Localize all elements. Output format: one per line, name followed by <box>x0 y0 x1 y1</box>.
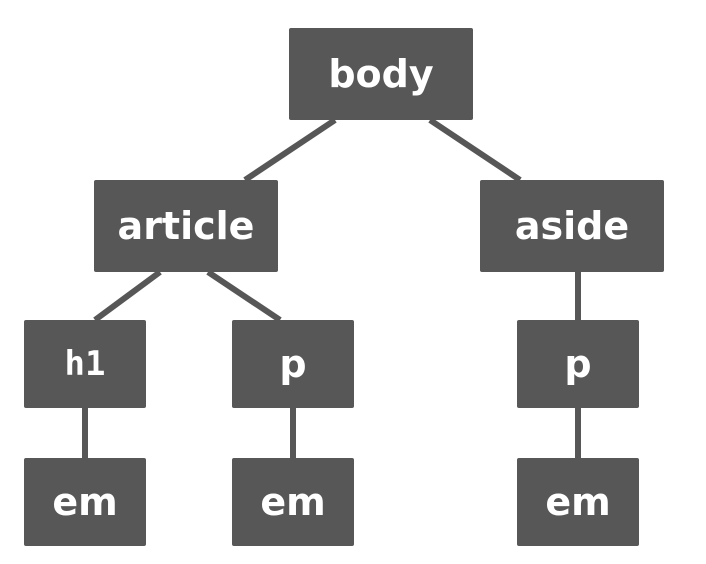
node-aside: aside <box>480 180 664 272</box>
node-article: article <box>94 180 278 272</box>
node-article-p: p <box>232 320 354 408</box>
edge-article-h1 <box>93 269 162 323</box>
node-h1: h1 <box>24 320 146 408</box>
node-aside-p-em: em <box>517 458 639 546</box>
edge-article-p <box>206 269 282 323</box>
edge-body-aside <box>428 117 522 183</box>
node-body: body <box>289 28 473 120</box>
node-h1-em: em <box>24 458 146 546</box>
node-aside-p: p <box>517 320 639 408</box>
edge-body-article <box>243 117 337 183</box>
node-article-p-em: em <box>232 458 354 546</box>
